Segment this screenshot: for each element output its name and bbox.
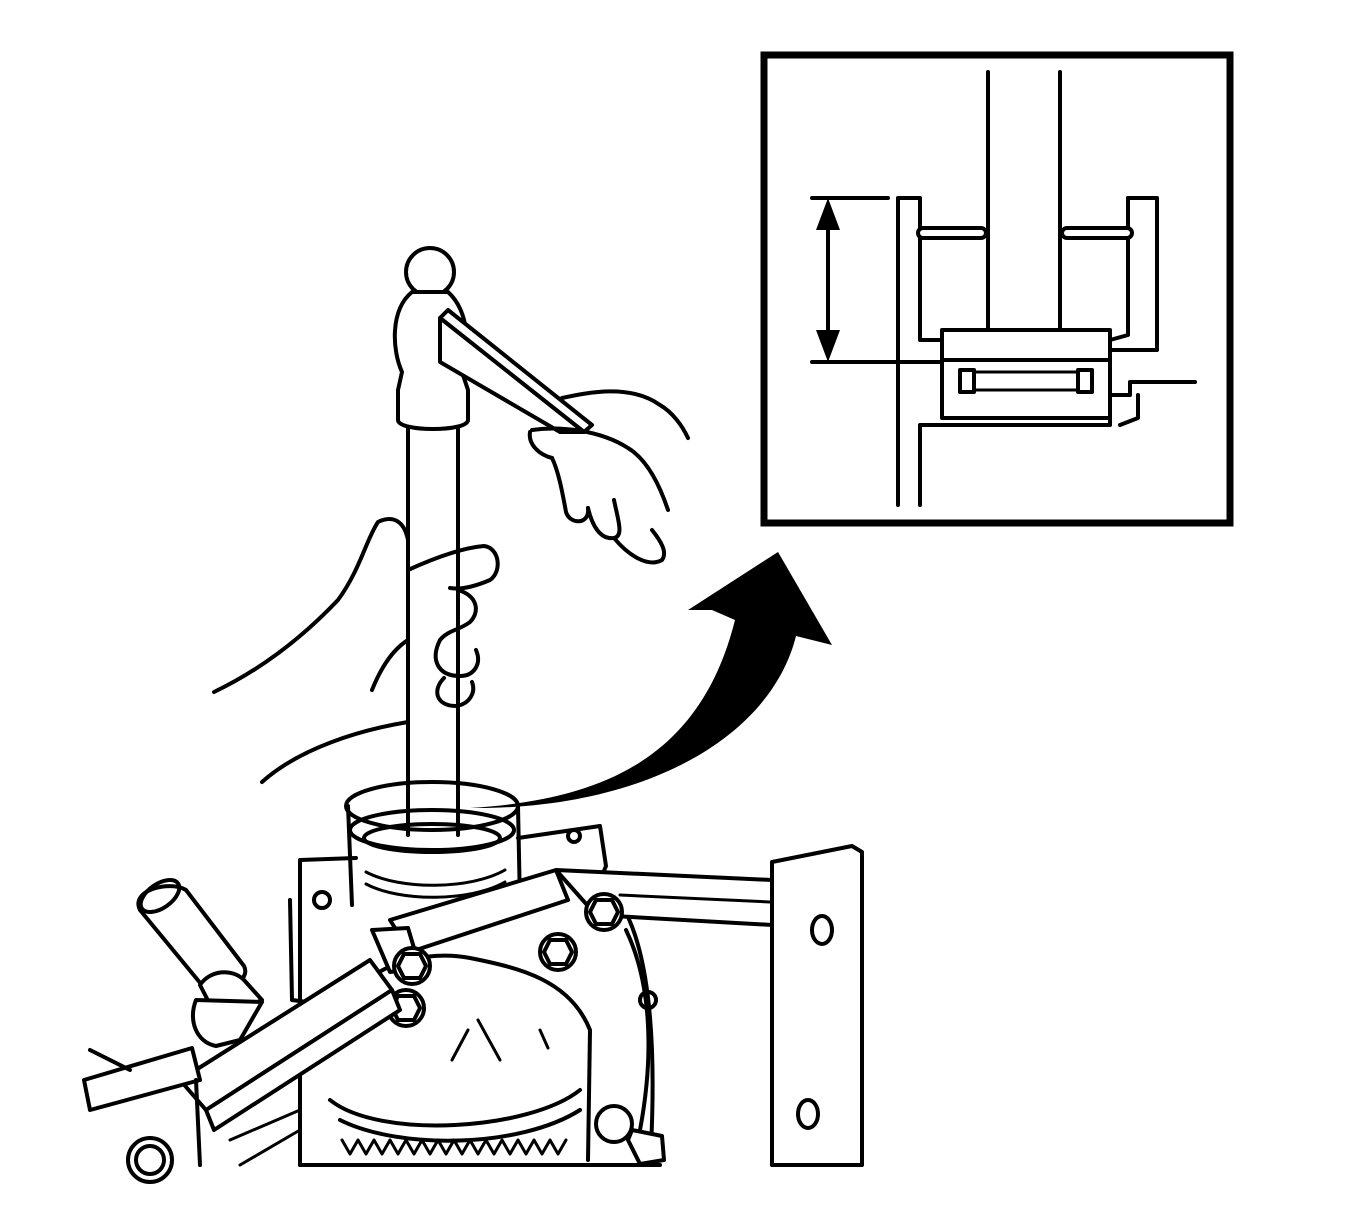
- double-arrow-icon: [816, 198, 840, 362]
- left-hand: [212, 517, 500, 784]
- curved-arrow-icon: [470, 552, 832, 809]
- holding-fixture: [82, 844, 864, 1184]
- feeler-gauge: [438, 308, 594, 434]
- bolt-icon: [584, 892, 624, 932]
- bolt-icon: [392, 946, 432, 986]
- t-handle: [136, 878, 264, 1048]
- bolt-icon: [594, 1104, 666, 1166]
- detail-inset: [760, 51, 1234, 527]
- bolt-icon: [538, 932, 578, 972]
- right-hand: [527, 389, 690, 565]
